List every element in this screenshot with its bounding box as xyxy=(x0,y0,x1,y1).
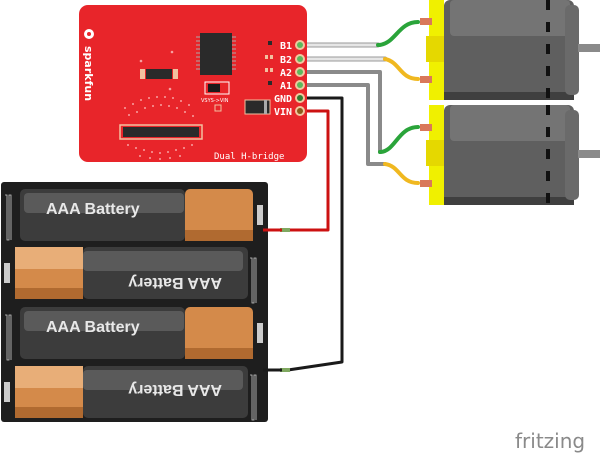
motor-1-lead-green xyxy=(376,20,420,47)
motor-2 xyxy=(420,105,600,205)
ic-chip xyxy=(200,33,232,75)
diode xyxy=(244,99,271,115)
pin-b2[interactable] xyxy=(295,54,305,64)
board-name: Dual H-bridge xyxy=(214,152,284,162)
battery-3: AAA Battery xyxy=(20,307,253,359)
wire-a2[interactable] xyxy=(298,70,420,154)
battery-2-label: AAA Battery xyxy=(128,274,222,291)
pin-label-a2: A2 xyxy=(280,68,292,79)
motor-1 xyxy=(420,0,600,100)
wire-a1[interactable] xyxy=(298,83,420,185)
pin-label-gnd: GND xyxy=(274,94,292,105)
pin-gnd[interactable] xyxy=(295,93,305,103)
motor-2-lead-yellow xyxy=(383,162,420,185)
wire-vin[interactable] xyxy=(288,109,330,232)
battery-1: AAA Battery xyxy=(20,189,253,241)
motor-1-lead-yellow xyxy=(383,57,420,81)
pin-label-b2: B2 xyxy=(280,55,292,66)
pin-label-a1: A1 xyxy=(280,81,292,92)
motor-2-shaft xyxy=(578,150,600,158)
motor-2-terminal-top xyxy=(420,124,432,131)
wire-b2[interactable] xyxy=(297,56,420,81)
pin-a1[interactable] xyxy=(295,80,305,90)
wire-gnd[interactable] xyxy=(287,96,344,372)
battery-3-label: AAA Battery xyxy=(46,319,140,336)
motor-1-terminal-bottom xyxy=(420,76,432,83)
fritzing-watermark: fritzing xyxy=(515,429,585,453)
pin-label-b1: B1 xyxy=(280,41,292,52)
sparkfun-gear-icon xyxy=(84,29,94,39)
battery-pack xyxy=(1,182,268,422)
dual-h-bridge-board: sparkfun VSYS->VIN xyxy=(79,5,307,162)
pin-a2[interactable] xyxy=(295,67,305,77)
pin-b1[interactable] xyxy=(295,40,305,50)
battery-4-label: AAA Battery xyxy=(128,381,222,398)
battery-1-label: AAA Battery xyxy=(46,201,140,218)
pin-vin[interactable] xyxy=(295,106,305,116)
pin-label-vin: VIN xyxy=(274,107,292,118)
jumper-label: VSYS->VIN xyxy=(201,98,229,104)
wire-b1[interactable] xyxy=(297,20,420,48)
motor-1-shaft xyxy=(578,44,600,52)
connector-slot xyxy=(123,127,199,137)
battery-2: AAA Battery xyxy=(15,247,248,299)
motor-1-terminal-top xyxy=(420,18,432,25)
motor-2-terminal-bottom xyxy=(420,180,432,187)
brand-label: sparkfun xyxy=(82,46,95,101)
battery-4: AAA Battery xyxy=(15,366,248,418)
motor-2-lead-green xyxy=(378,125,420,154)
